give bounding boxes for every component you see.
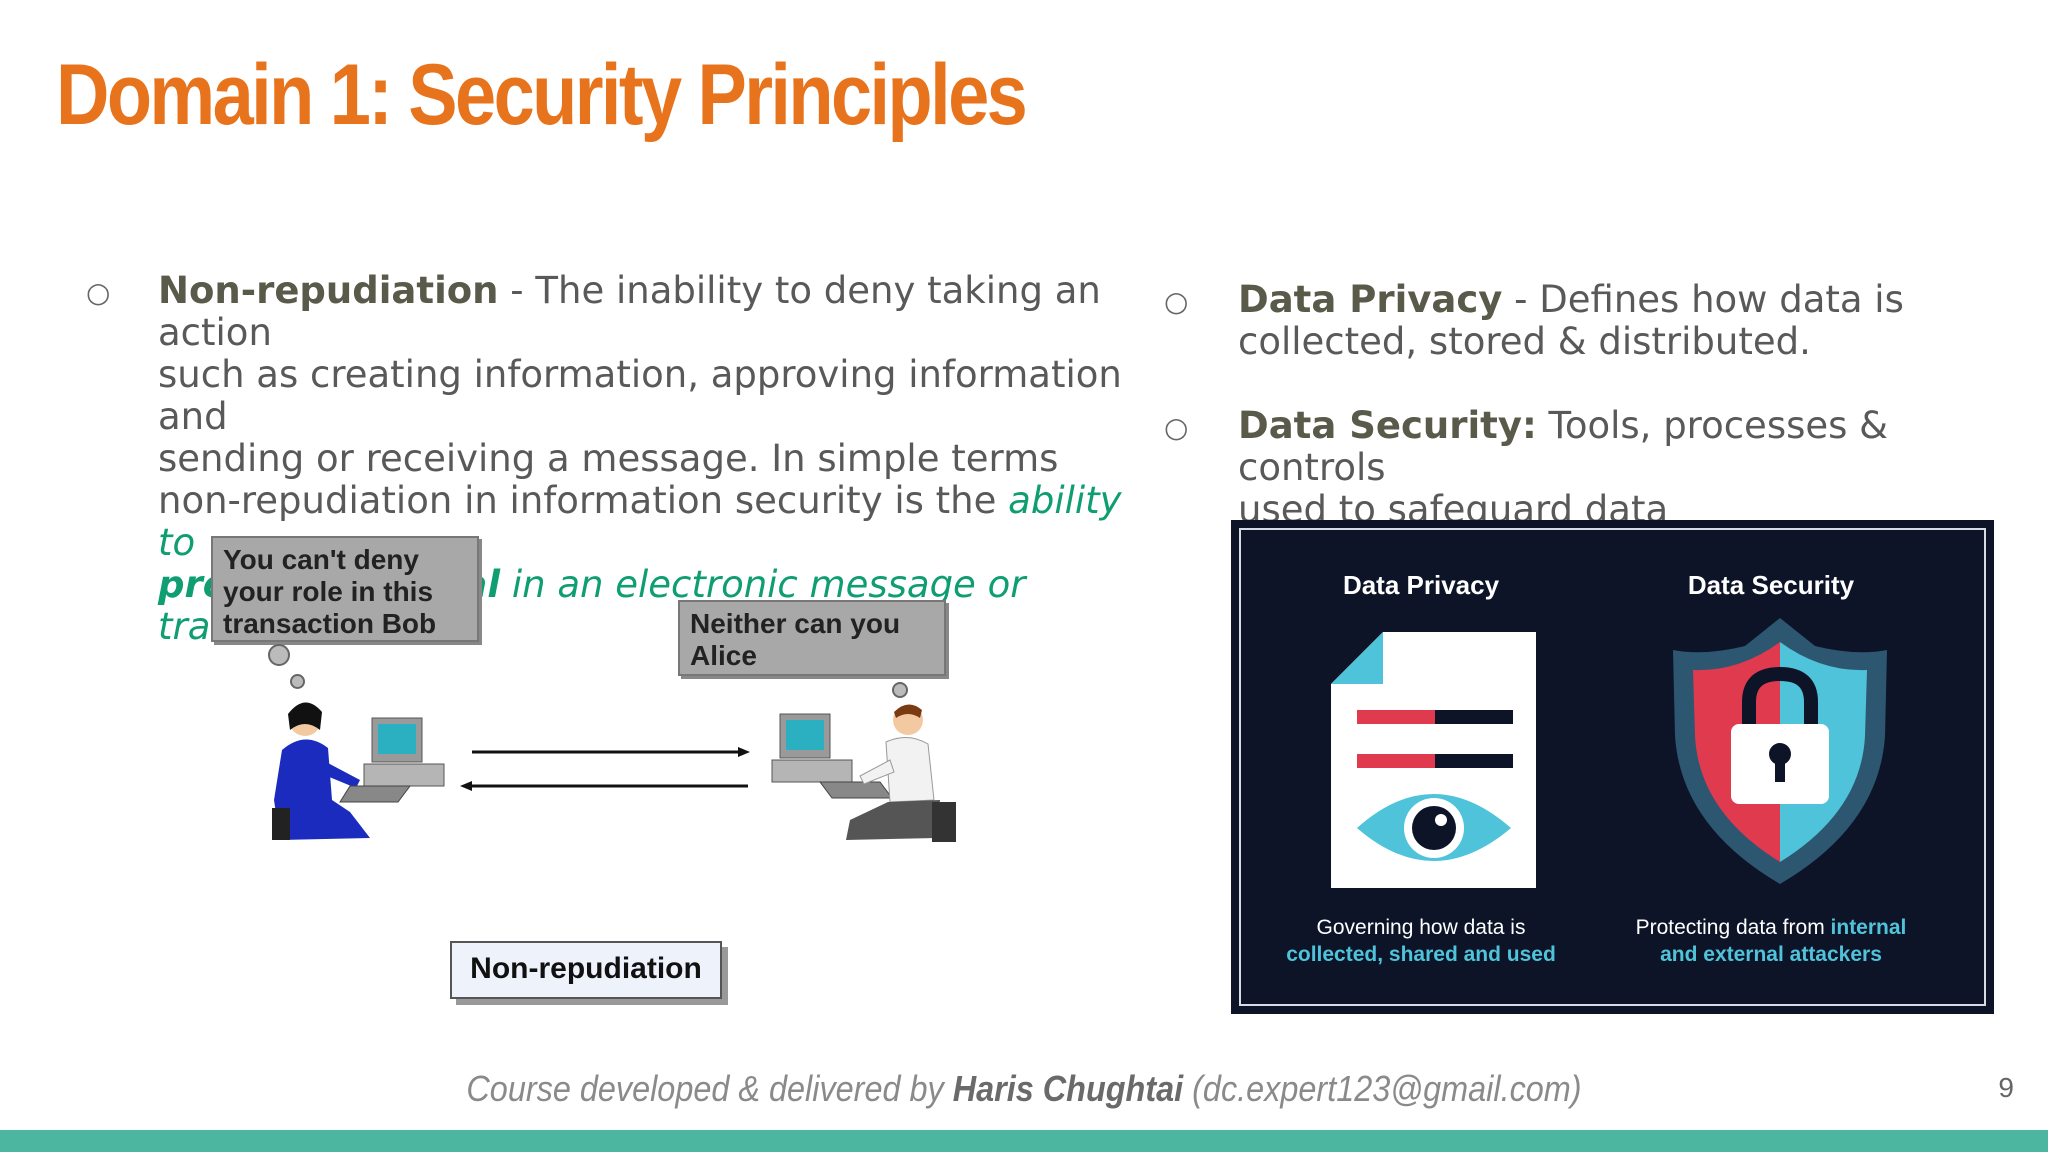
- document-eye-icon: [1331, 632, 1536, 888]
- term-non-repudiation: Non-repudiation: [158, 269, 499, 312]
- message-arrows: [460, 747, 750, 791]
- bob-speech-bubble: Neither can you Alice: [678, 600, 946, 676]
- bob-figure: [846, 704, 956, 842]
- caption-line: Governing how data is: [1316, 916, 1526, 939]
- line-text: collected, stored & distributed.: [1238, 320, 1811, 363]
- line-text: - Defines how data is: [1502, 278, 1904, 321]
- footer-prefix: Course developed & delivered by: [466, 1068, 953, 1109]
- security-caption: Protecting data from internal and extern…: [1581, 914, 1961, 968]
- emphasis-text: ability to: [158, 479, 1122, 564]
- slide-title: Domain 1: Security Principles: [56, 47, 1028, 143]
- non-repudiation-caption: Non-repudiation: [450, 941, 722, 999]
- privacy-heading: Data Privacy: [1342, 570, 1500, 600]
- footer-email: (dc.expert123@gmail.com): [1183, 1068, 1582, 1109]
- line-text: sending or receiving a message. In simpl…: [158, 437, 1059, 480]
- bubble-line: your role in this: [223, 576, 434, 607]
- thought-dot: [892, 682, 908, 698]
- thought-dot: [290, 674, 305, 689]
- footer-credit: Course developed & delivered by Haris Ch…: [102, 1068, 1945, 1110]
- bullet-marker: ○: [1164, 411, 1189, 444]
- people-at-computers-illustration: [272, 702, 956, 842]
- bubble-line: Neither can you: [690, 608, 901, 639]
- bullet-marker: ○: [1164, 285, 1189, 318]
- thought-dot: [268, 644, 290, 666]
- term-data-security: Data Security:: [1238, 404, 1537, 447]
- caption-line: Protecting data from: [1635, 916, 1831, 939]
- line-text: such as creating information, approving …: [158, 353, 1122, 438]
- bullet-marker: ○: [86, 276, 111, 309]
- footer-author: Haris Chughtai: [952, 1068, 1184, 1109]
- alice-speech-bubble: You can't deny your role in this transac…: [211, 536, 479, 642]
- privacy-caption: Governing how data is collected, shared …: [1231, 914, 1611, 968]
- bubble-line: You can't deny: [223, 544, 419, 575]
- privacy-security-infographic: Data Privacy Data Security Governing how…: [1231, 520, 1994, 1014]
- line-text: - The inability to deny taking an action: [158, 269, 1101, 354]
- page-number: 9: [1998, 1072, 2014, 1103]
- term-data-privacy: Data Privacy: [1238, 278, 1503, 321]
- data-privacy-paragraph: Data Privacy - Defines how data is colle…: [1238, 279, 2018, 363]
- line-text: non-repudiation in information security …: [158, 479, 1009, 522]
- alice-figure: [272, 702, 370, 840]
- bottom-accent-bar: [0, 1130, 2048, 1152]
- bob-computer: [771, 713, 893, 799]
- caption-highlight: and external attackers: [1660, 943, 1882, 966]
- line-text: Tools, processes & controls: [1238, 404, 1889, 489]
- data-security-paragraph: Data Security: Tools, processes & contro…: [1238, 405, 2028, 531]
- alice-computer: [339, 717, 445, 803]
- panel-border: [1239, 528, 1986, 1006]
- bubble-line: transaction Bob: [223, 608, 437, 639]
- shield-lock-icon: [1673, 618, 1887, 884]
- security-heading: Data Security: [1687, 570, 1855, 600]
- bubble-line: Alice: [690, 640, 757, 671]
- caption-highlight: collected, shared and used: [1286, 943, 1556, 966]
- caption-highlight: internal: [1830, 916, 1907, 939]
